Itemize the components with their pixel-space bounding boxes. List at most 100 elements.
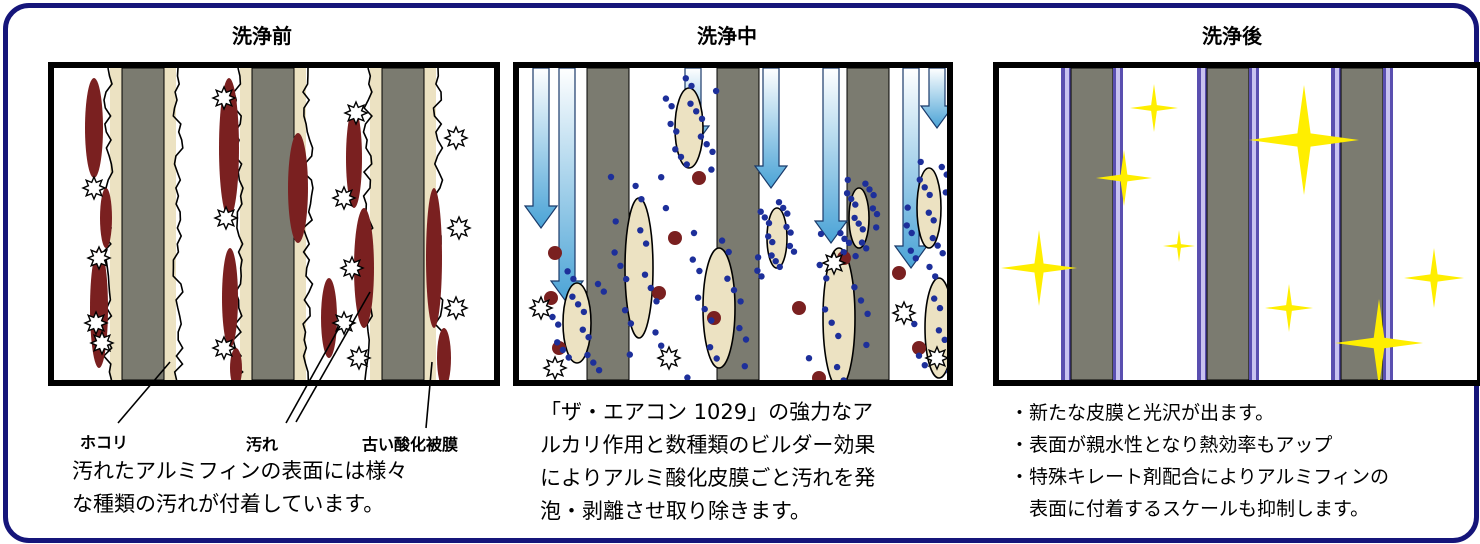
dust-burst-icon (331, 185, 357, 211)
bubble-icon (706, 344, 714, 351)
dirt-blob-icon (219, 78, 239, 218)
bubble-icon (786, 242, 794, 250)
bubble-icon (626, 351, 633, 358)
bubble-icon (863, 245, 870, 252)
bubble-icon (694, 294, 702, 301)
bubble-icon (658, 174, 665, 181)
bubble-icon (943, 171, 947, 178)
fin (586, 68, 630, 380)
dust-burst-icon (339, 255, 365, 281)
bubble-icon (790, 248, 798, 255)
bubble-icon (935, 327, 943, 334)
bubble-icon (805, 355, 813, 362)
description-after-item: ・新たな皮膜と光沢が出ます。 (1010, 402, 1275, 424)
oxide-film-edge (362, 68, 374, 380)
bubble-icon (857, 297, 865, 304)
sparkle-icon (1163, 230, 1195, 262)
new-film-highlight (1386, 68, 1390, 380)
bubble-icon (921, 362, 928, 369)
oxide-film (110, 68, 122, 380)
bubble-icon (873, 210, 881, 218)
bubble-icon (709, 148, 716, 155)
bubble-icon (641, 271, 649, 278)
bubble-icon (617, 262, 624, 269)
bubble-icon (569, 293, 576, 300)
bubble-icon (585, 334, 592, 341)
bubble-icon (787, 229, 794, 236)
description-during-line: 「ザ・エアコン 1029」の強力なア (540, 400, 874, 424)
dust-burst-icon (213, 205, 239, 231)
bubble-icon (580, 308, 588, 316)
description-after-item: ・特殊キレート剤配合によりアルミフィンの (1010, 466, 1390, 488)
bubble-icon (554, 339, 561, 346)
oxide-film-edge (172, 68, 184, 380)
bubble-icon (863, 341, 870, 349)
dirt-blob-icon (100, 188, 112, 248)
bubble-icon (942, 189, 947, 196)
bubble-icon (837, 229, 844, 237)
description-during-line: ルカリ作用と数種類のビルダー効果 (540, 433, 876, 457)
description-after: ・新たな皮膜と光沢が出ます。 ・表面が親水性となり熱効率もアップ ・特殊キレート… (1010, 397, 1389, 525)
bubble-icon (833, 363, 841, 371)
bubble-icon (754, 254, 762, 261)
bubble-icon (737, 298, 744, 305)
panel-during (513, 62, 953, 386)
bubble-icon (574, 301, 582, 308)
down-arrow-icon (919, 68, 947, 130)
panel-title-after: 洗浄後 (1202, 24, 1262, 48)
oxide-film-edge (232, 68, 244, 380)
dirt-blob-icon (912, 341, 926, 355)
bubble-icon (708, 317, 715, 324)
dirt-blob-icon (668, 231, 682, 245)
sparkle-icon (1249, 85, 1359, 195)
before-illustration (81, 68, 472, 380)
peeled-film (674, 87, 704, 169)
dust-burst-icon (821, 250, 847, 276)
bubble-icon (693, 108, 700, 115)
bubble-icon (859, 226, 866, 233)
bubble-icon (911, 320, 918, 328)
bubble-icon (677, 153, 685, 161)
bubble-icon (921, 184, 928, 191)
bubble-icon (652, 329, 659, 336)
bubble-icon (632, 182, 639, 190)
fin (381, 68, 425, 380)
bubble-icon (698, 115, 706, 122)
dirt-blob-icon (230, 348, 242, 380)
dust-burst-icon (443, 125, 469, 151)
bubble-icon (579, 326, 586, 333)
dust-burst-icon (211, 335, 237, 361)
bubble-icon (724, 275, 731, 282)
bubble-icon (682, 75, 689, 82)
bubble-icon (858, 239, 866, 246)
bubble-icon (754, 267, 761, 274)
bubble-icon (845, 239, 853, 246)
description-during: 「ザ・エアコン 1029」の強力なア ルカリ作用と数種類のビルダー効果 によりア… (540, 396, 875, 528)
bubble-icon (703, 141, 710, 148)
bubble-icon (870, 191, 877, 199)
label-dirt: 汚れ (246, 435, 279, 454)
bubble-icon (713, 355, 720, 362)
bubble-icon (769, 238, 776, 246)
dirt-blob-icon (652, 286, 666, 300)
bubble-icon (823, 275, 830, 282)
bubble-icon (915, 352, 923, 359)
bubble-icon (840, 249, 847, 256)
dust-burst-icon (211, 85, 237, 111)
bubble-icon (730, 286, 738, 294)
after-illustration (1001, 68, 1464, 380)
oxide-film-edge (302, 68, 314, 380)
bubble-icon (584, 351, 591, 359)
bubble-icon (627, 320, 635, 327)
bubble-icon (673, 128, 680, 135)
dirt-blob-icon (692, 171, 706, 185)
bubble-icon (848, 195, 855, 203)
bubble-icon (912, 255, 919, 262)
bubble-icon (696, 267, 703, 275)
bubble-icon (765, 219, 773, 227)
bubble-icon (775, 199, 783, 206)
bubble-icon (590, 359, 597, 366)
description-before: 汚れたアルミフィンの表面には様々 な種類の汚れが付着しています。 (72, 455, 407, 521)
bubble-icon (929, 234, 936, 242)
dust-burst-icon (446, 215, 472, 241)
